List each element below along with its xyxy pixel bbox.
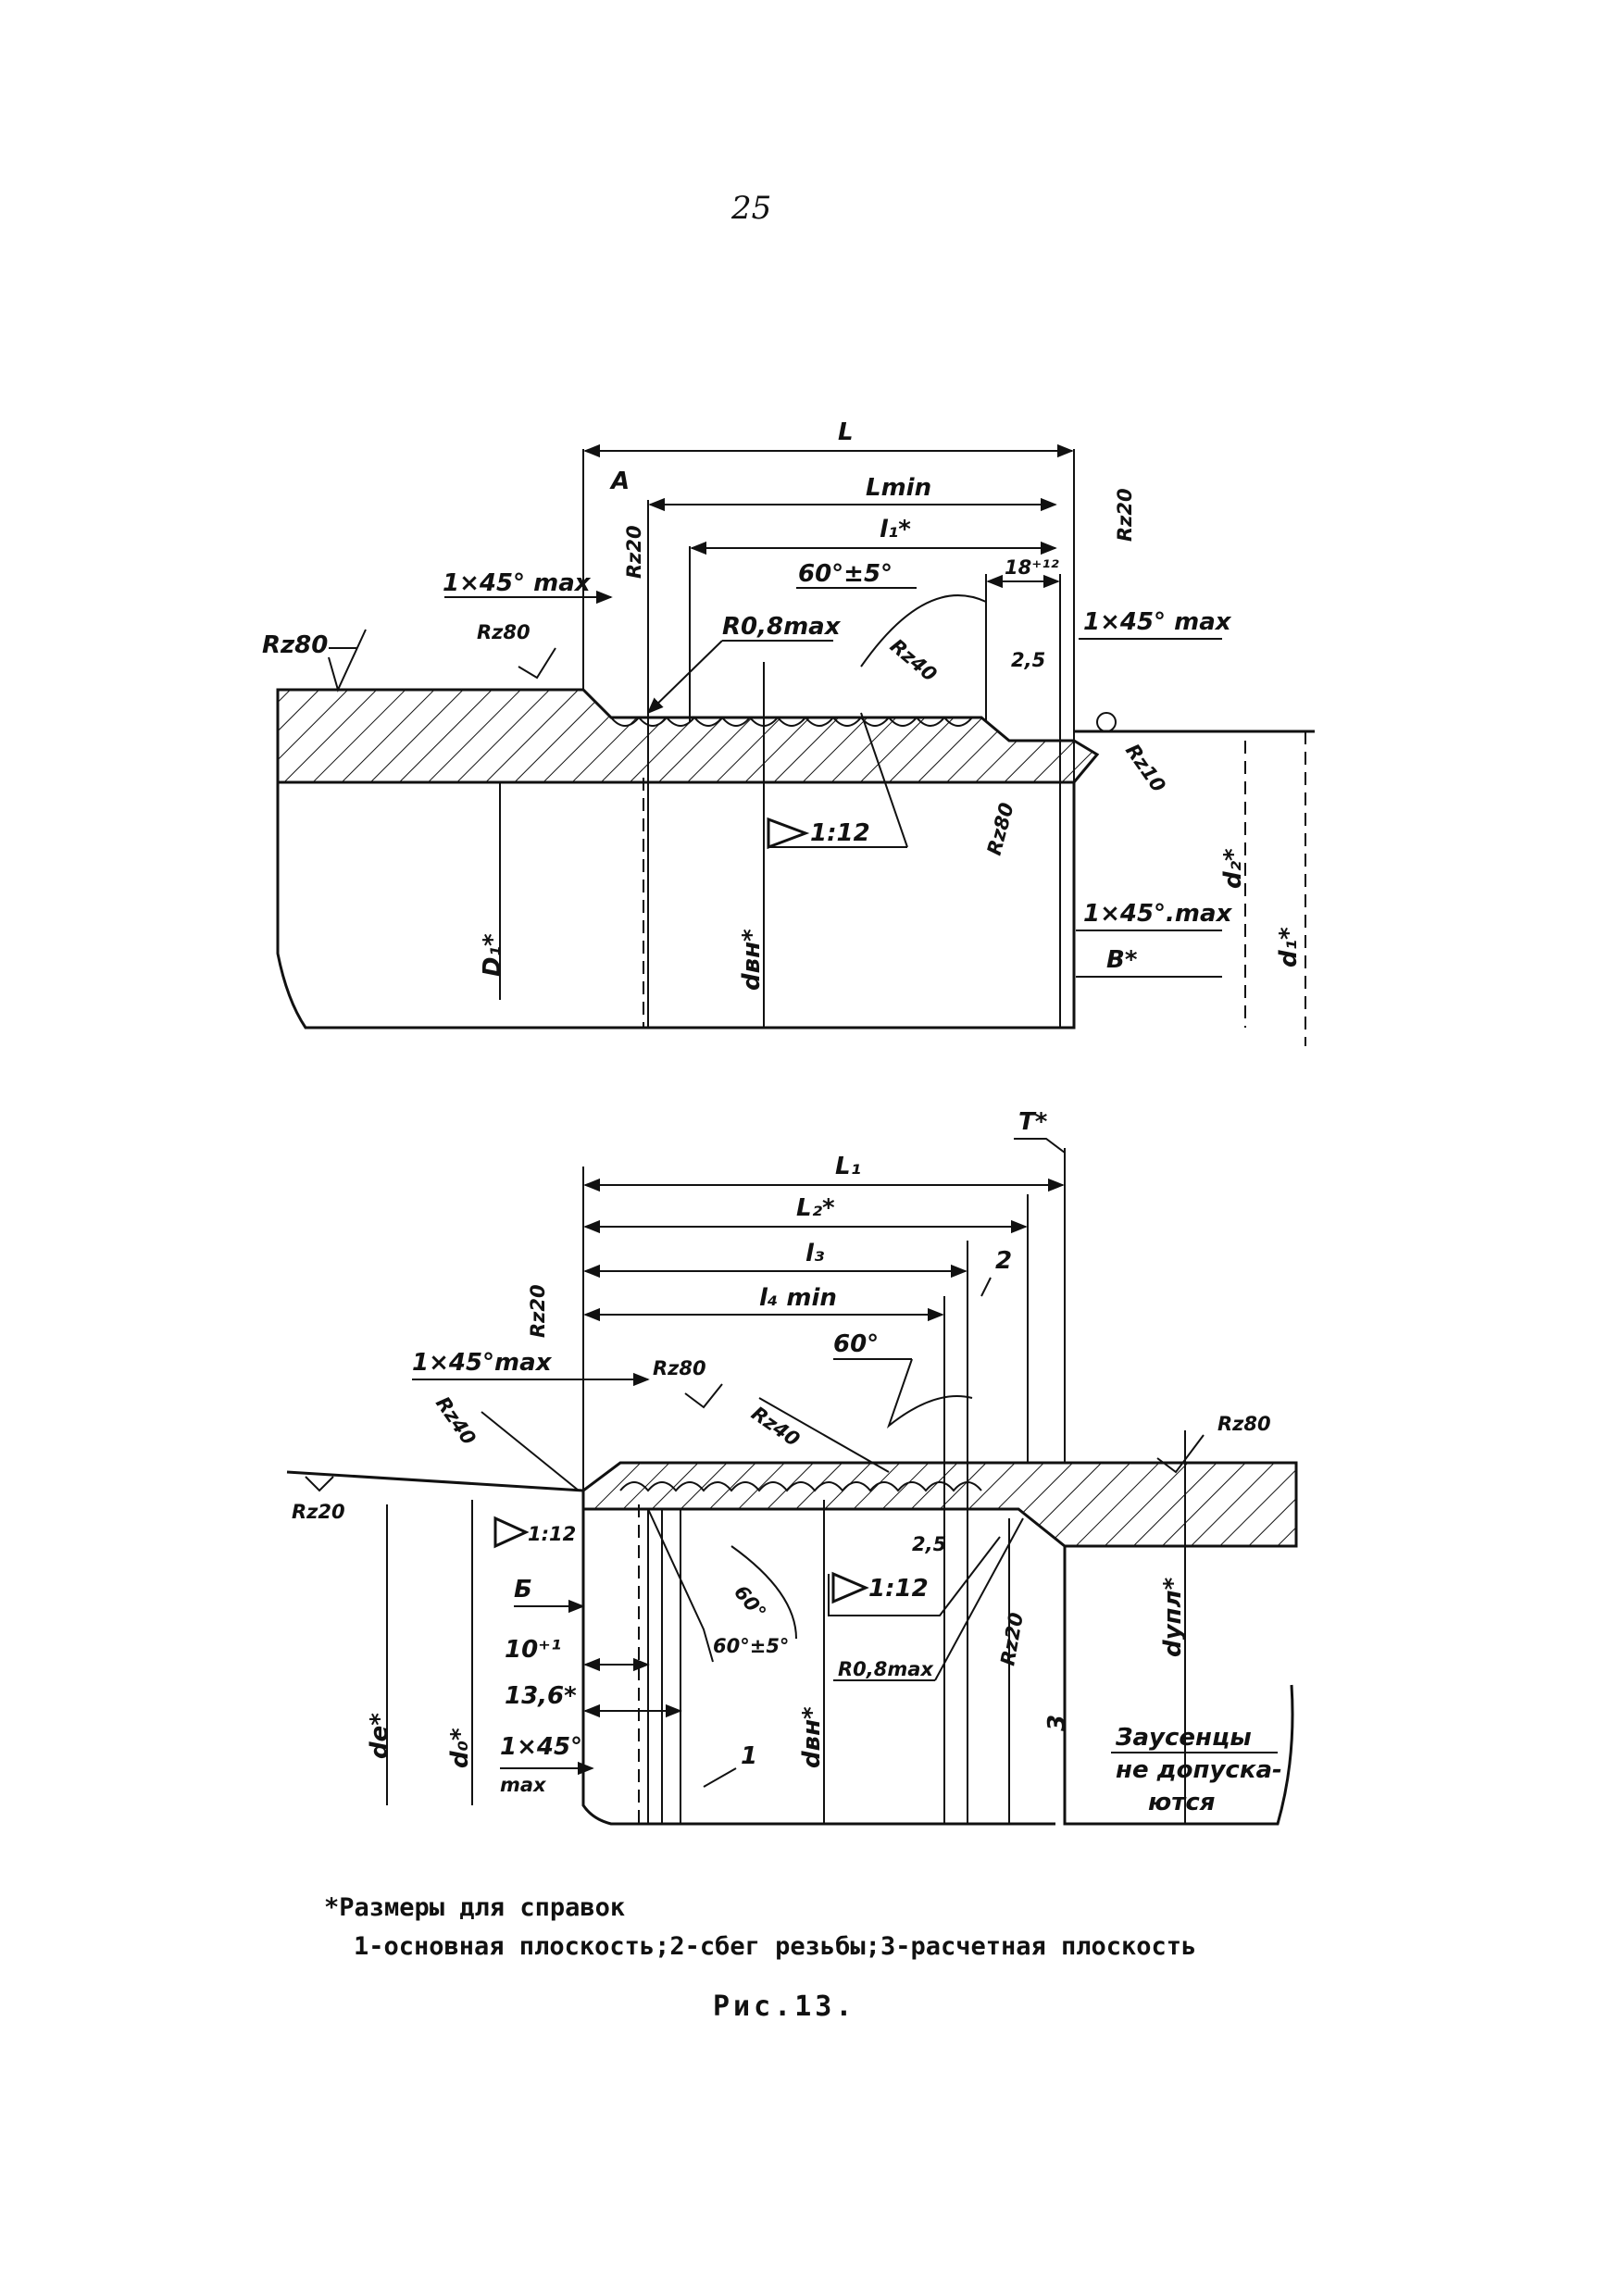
dim-L1: L₁ bbox=[835, 1153, 861, 1180]
rz80-right: Rz80 bbox=[1217, 1413, 1271, 1435]
rz40-left: Rz40 bbox=[431, 1392, 481, 1449]
rz40-left-leader bbox=[481, 1411, 580, 1491]
dim-10: 10⁺¹ bbox=[505, 1636, 561, 1664]
dim-25: 2,5 bbox=[912, 1533, 946, 1555]
dim-radius: R0,8max bbox=[838, 1658, 934, 1680]
note-legend: 1-основная плоскость;2-сбег резьбы;3-рас… bbox=[354, 1932, 1197, 1961]
dim-dbu: dвн* bbox=[738, 929, 766, 991]
dim-d1: d₁* bbox=[1275, 927, 1303, 967]
dim-dup: dупл* bbox=[1159, 1577, 1187, 1657]
rz80-upper: Rz80 bbox=[477, 621, 531, 643]
rz40-mid-leader bbox=[758, 1397, 890, 1473]
dim-18: 18⁺¹² bbox=[1005, 556, 1060, 579]
dim-de: dе* bbox=[366, 1713, 393, 1759]
taper-arrow bbox=[860, 712, 908, 848]
page-number: 25 bbox=[731, 190, 772, 227]
bottom-hatched-wall bbox=[581, 1461, 1298, 1548]
dim-callout1: 1 bbox=[741, 1742, 757, 1770]
dim-T-leader bbox=[1014, 1138, 1066, 1154]
dim-radius: R0,8max bbox=[722, 613, 842, 641]
bottom-figure: T* L₁ L₂* l₃ 2 l₄ min 60° 1×45°max Rz40 … bbox=[286, 1108, 1298, 1826]
rz20-left-check bbox=[305, 1476, 334, 1492]
dim-taper-left: 1:12 bbox=[528, 1523, 576, 1545]
taper-left-symbol bbox=[493, 1516, 530, 1549]
dim-l4min: l₄ min bbox=[759, 1284, 837, 1312]
dim-d0: d₀* bbox=[446, 1728, 474, 1768]
dim-L: L bbox=[838, 418, 854, 446]
dim-angle60-arc bbox=[886, 1358, 973, 1429]
dim-l3: l₃ bbox=[805, 1240, 825, 1267]
rz20-top: Rz20 bbox=[527, 1284, 549, 1338]
dim-radius-arrow bbox=[934, 1517, 1024, 1681]
top-figure: L Lmin A l₁* 60°±5° 18⁺¹² 1×45° max 1×45… bbox=[262, 418, 1315, 1046]
dim-angle-arc-inner bbox=[730, 1545, 797, 1640]
dim-callout2: 2 bbox=[995, 1247, 1012, 1275]
dim-taper-right: 1:12 bbox=[868, 1575, 929, 1603]
dim-angle-inner: 60° bbox=[730, 1581, 770, 1624]
rz40: Rz40 bbox=[886, 634, 942, 685]
dim-d2: d₂* bbox=[1219, 848, 1247, 889]
rz80-right-check bbox=[1156, 1434, 1205, 1474]
dim-radius-arrow bbox=[646, 640, 723, 715]
rz80-mid: Rz80 bbox=[653, 1357, 706, 1379]
rz20-a: Rz20 bbox=[623, 525, 645, 579]
burrs-note-3: ются bbox=[1148, 1789, 1215, 1816]
dim-angle-arc bbox=[860, 594, 987, 668]
bottom-right-outline bbox=[1063, 1546, 1294, 1826]
dim-B: B* bbox=[1106, 946, 1138, 974]
dim-callout1-leader bbox=[703, 1767, 737, 1788]
rz80-left-check bbox=[328, 629, 367, 693]
burrs-note-1: Заусенцы bbox=[1115, 1724, 1252, 1752]
dim-angle-pm-leader bbox=[647, 1508, 714, 1663]
dim-l1: l₁* bbox=[880, 516, 911, 543]
rz20-inner: Rz20 bbox=[996, 1611, 1028, 1667]
rz20-left: Rz20 bbox=[292, 1501, 345, 1523]
top-hatched-wall bbox=[276, 688, 1100, 784]
dim-D1: D₁* bbox=[479, 933, 506, 977]
dim-chamfer-bottom: 1×45° bbox=[500, 1733, 582, 1761]
rz40-mid: Rz40 bbox=[747, 1402, 804, 1451]
note-reference: *Размеры для справок bbox=[324, 1893, 626, 1922]
burrs-note-2: не допуска- bbox=[1116, 1756, 1282, 1784]
dim-angle: 60°±5° bbox=[798, 560, 893, 588]
rz20-right: Rz20 bbox=[1114, 488, 1136, 542]
rz80-mid-check bbox=[684, 1383, 723, 1409]
top-thread-teeth bbox=[610, 716, 973, 727]
dim-B-label: Б bbox=[514, 1576, 532, 1603]
dim-angle-pm: 60°±5° bbox=[713, 1635, 789, 1657]
rz80-bottom: Rz80 bbox=[983, 800, 1018, 857]
dim-T: T* bbox=[1018, 1108, 1048, 1136]
figure-caption: Рис.13. bbox=[713, 1990, 856, 2023]
dim-L2: L₂* bbox=[796, 1194, 835, 1222]
dim-chamfer-top: 1×45°max bbox=[412, 1349, 553, 1377]
dim-angle60: 60° bbox=[833, 1330, 879, 1358]
dim-callout3: 3 bbox=[1043, 1715, 1071, 1731]
dim-A: A bbox=[609, 468, 630, 495]
dim-taper: 1:12 bbox=[810, 819, 870, 847]
taper-right-leader bbox=[828, 1536, 1001, 1616]
rz80-upper-check bbox=[518, 647, 556, 680]
dim-Lmin: Lmin bbox=[866, 474, 931, 502]
bottom-thread-teeth bbox=[619, 1481, 982, 1492]
dim-chamfer-left: 1×45° max bbox=[443, 569, 592, 597]
rz10: Rz10 bbox=[1121, 740, 1170, 796]
taper-symbol bbox=[767, 817, 810, 850]
rz80-left: Rz80 bbox=[262, 631, 328, 659]
bottom-left-surface bbox=[286, 1470, 584, 1492]
dim-25: 2,5 bbox=[1011, 649, 1045, 671]
top-body-outline bbox=[276, 782, 1076, 1029]
dim-dbu: dвн* bbox=[798, 1706, 826, 1768]
taper-right-symbol bbox=[831, 1571, 869, 1604]
dim-chamfer-right: 1×45° max bbox=[1083, 608, 1232, 636]
top-circle-mark bbox=[1096, 712, 1117, 732]
notes: *Размеры для справок 1-основная плоскост… bbox=[324, 1889, 1435, 1966]
dim-chamfer-bottom: 1×45°.max bbox=[1083, 900, 1233, 928]
dim-136: 13,6* bbox=[505, 1682, 577, 1710]
bottom-inner-outline bbox=[581, 1509, 1055, 1826]
dim-chamfer-bottom-max: max bbox=[500, 1774, 547, 1796]
dim-callout2-leader bbox=[980, 1277, 992, 1297]
